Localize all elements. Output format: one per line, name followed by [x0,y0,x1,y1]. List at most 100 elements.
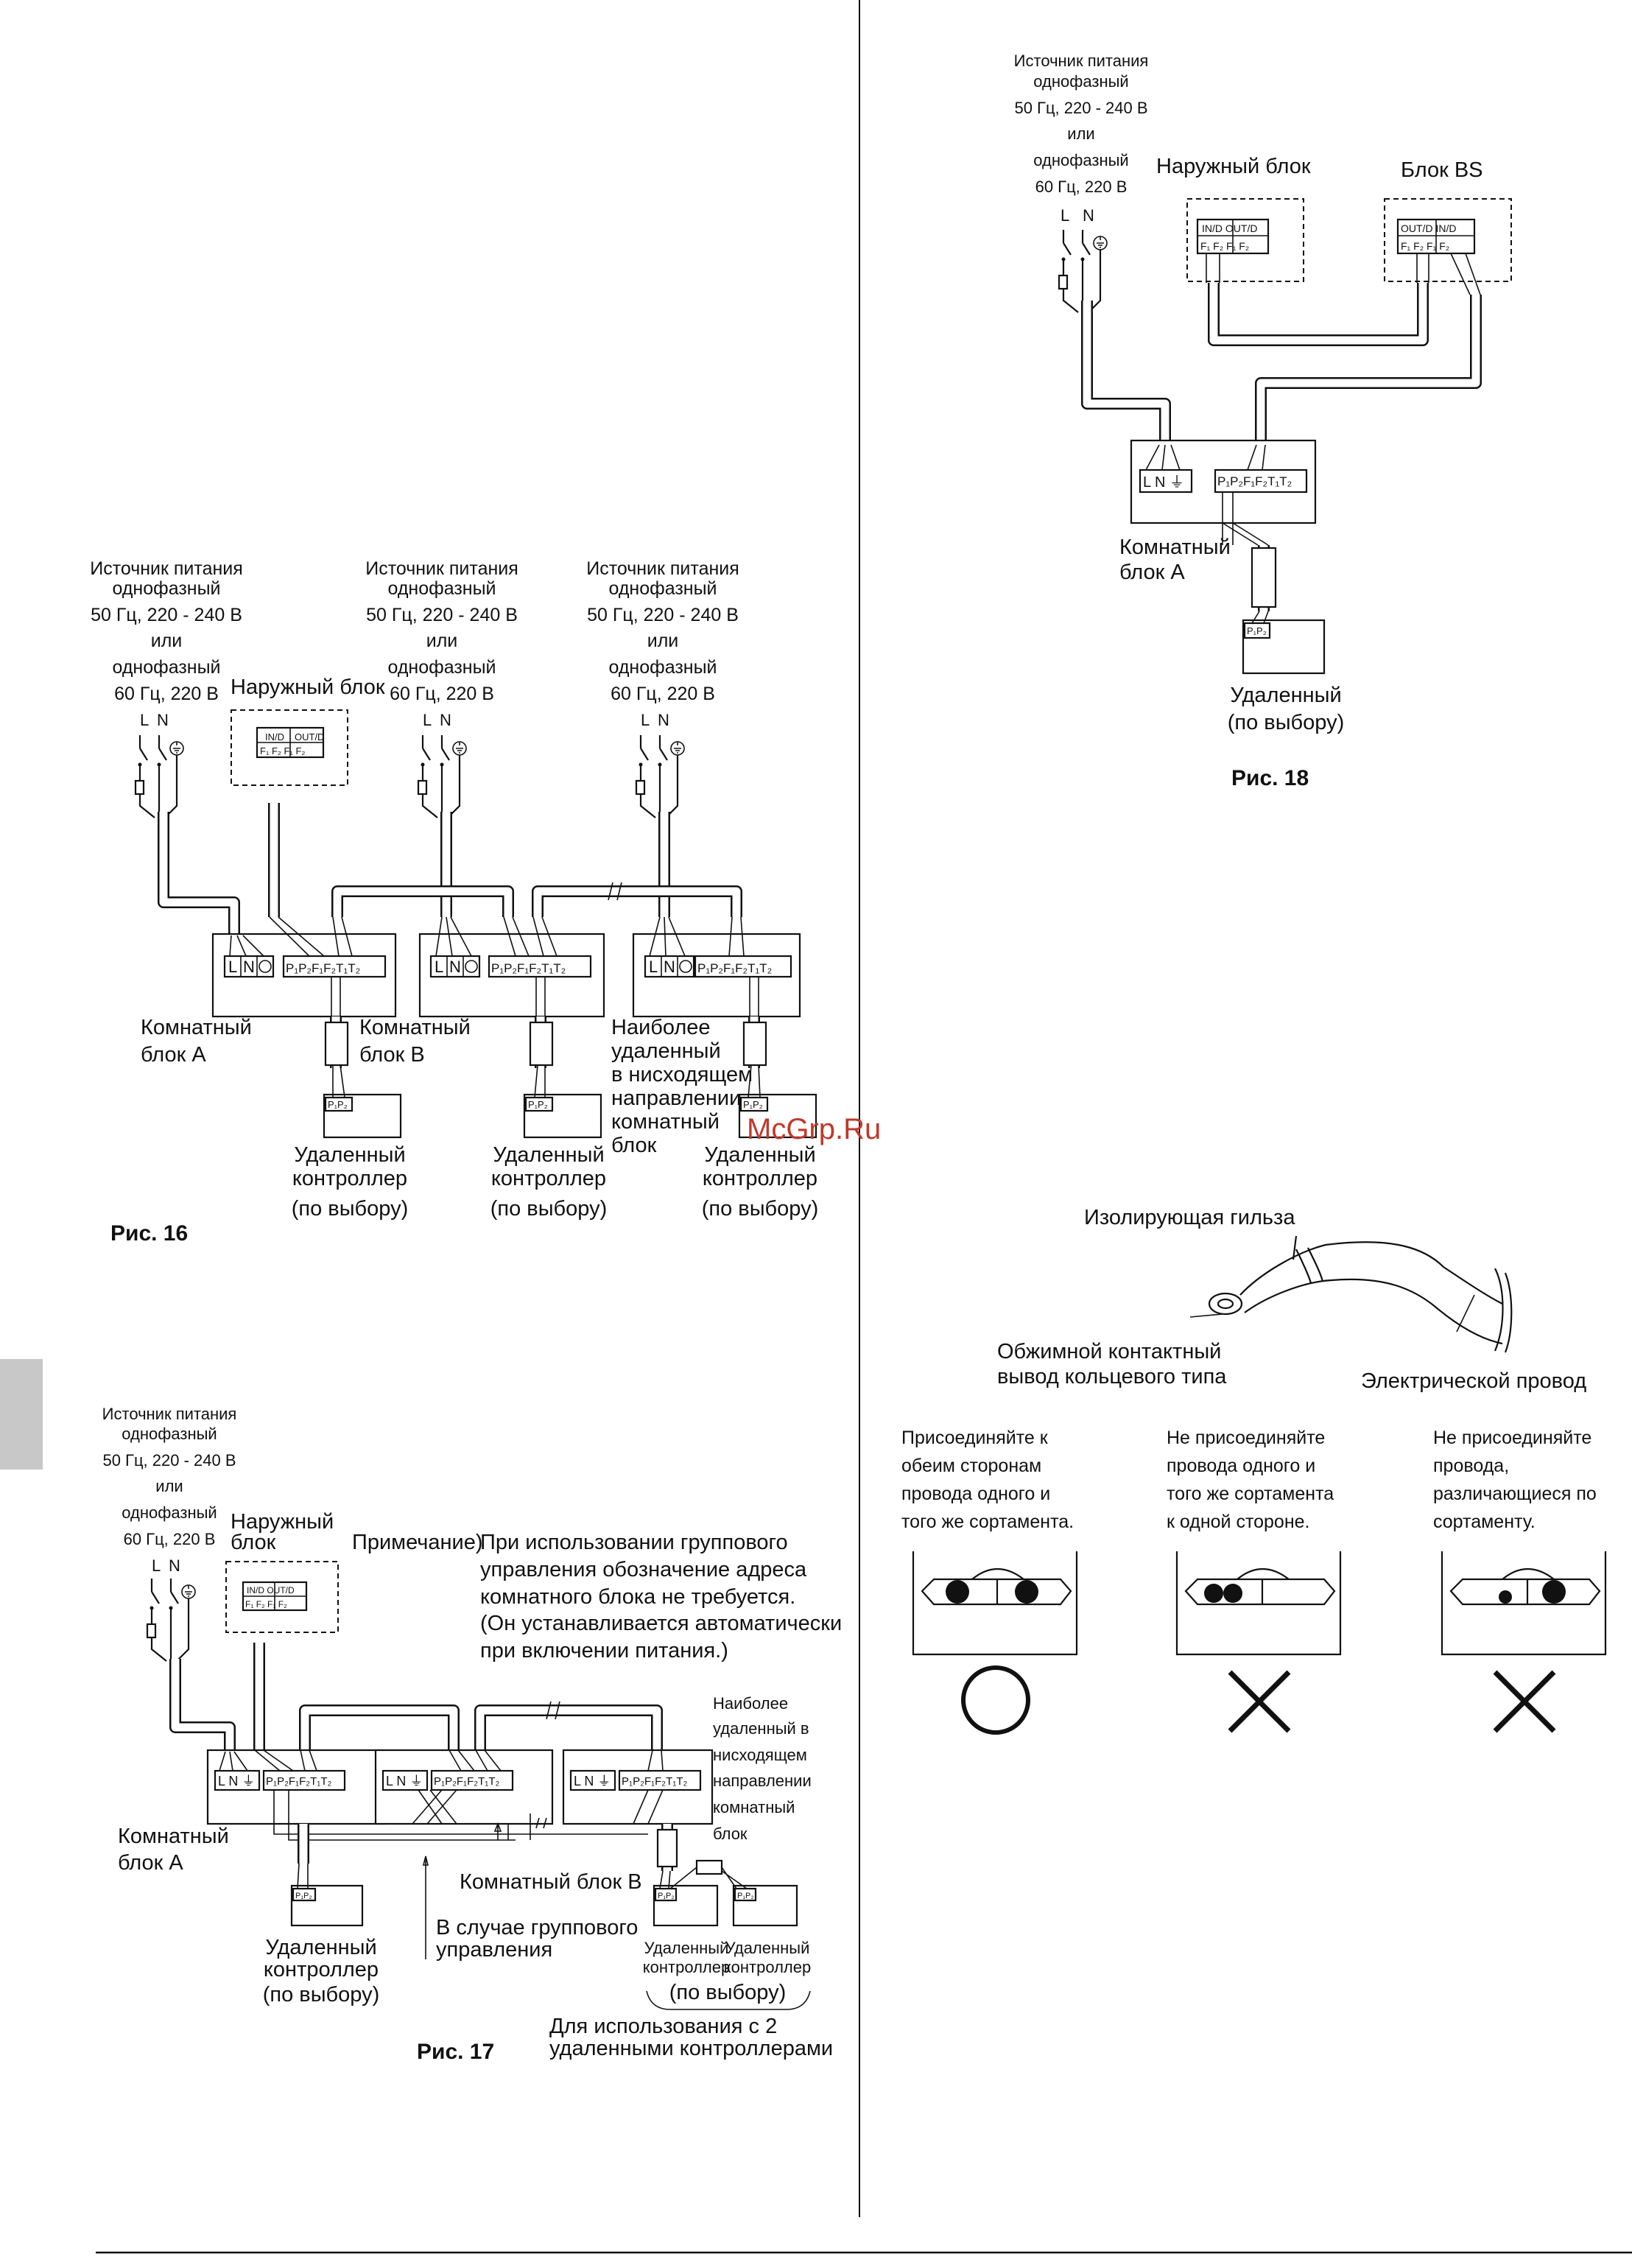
svg-text:P₁P₂F₁F₂T₁T₂: P₁P₂F₁F₂T₁T₂ [266,1775,331,1788]
farthest-unit-label-17: Наиболее удаленный в нисходящем направле… [713,1694,812,1843]
svg-text:(по выбору): (по выбору) [1228,711,1345,734]
svg-text:(Он устанавливается автоматиче: (Он устанавливается автоматически [480,1612,842,1635]
svg-text:P₁P₂F₁F₂T₁T₂: P₁P₂F₁F₂T₁T₂ [697,961,772,975]
svg-text:Удаленный: Удаленный [644,1939,729,1957]
svg-text:50 Гц, 220 - 240 В: 50 Гц, 220 - 240 В [91,605,242,625]
remote-label-16b: Удаленный контроллер (по выбору) [490,1143,608,1221]
power-label-17: Источник питания однофазный 50 Гц, 220 -… [102,1405,237,1548]
svg-text:L: L [228,958,237,976]
svg-text:N: N [440,711,451,729]
svg-text:направлении: направлении [611,1086,741,1110]
svg-text:контроллер: контроллер [643,1958,730,1976]
svg-text:50 Гц, 220 - 240 В: 50 Гц, 220 - 240 В [587,605,739,625]
svg-text:L: L [140,711,149,729]
ok-circle-icon [961,1665,1030,1735]
svg-text:P₁P₂: P₁P₂ [528,1099,548,1110]
svg-text:комнатный: комнатный [713,1798,795,1816]
svg-text:OUT/D IN/D: OUT/D IN/D [1401,222,1456,234]
svg-text:направлении: направлении [713,1772,812,1790]
svg-text:L: L [423,711,432,729]
svg-text:Обжимной контактный: Обжимной контактный [997,1340,1221,1363]
svg-text:Удаленный: Удаленный [1230,684,1341,707]
two-remotes-label: Для использования с 2 удаленными контрол… [549,2015,833,2060]
svg-text:N: N [664,958,675,976]
svg-text:различающиеся по: различающиеся по [1433,1484,1597,1504]
svg-text:Источник питания: Источник питания [1014,52,1149,70]
svg-text:P₁P₂: P₁P₂ [328,1099,348,1110]
indoor-b-label-17: Комнатный блок В [460,1870,642,1894]
svg-text:провода одного и: провода одного и [901,1484,1050,1504]
svg-text:управления: управления [436,1938,552,1962]
svg-text:блок А: блок А [1119,561,1185,584]
wire-dot [946,1580,969,1604]
svg-text:комнатного блока не требуется.: комнатного блока не требуется. [480,1585,795,1609]
svg-text:P₁P₂: P₁P₂ [743,1099,763,1110]
ring-terminal-figure: Изолирующая гильза Обжимной контактный в… [901,1206,1607,1735]
svg-text:P₁P₂F₁F₂T₁T₂: P₁P₂F₁F₂T₁T₂ [622,1775,687,1788]
svg-text:Удаленный: Удаленный [493,1143,604,1167]
svg-text:или: или [426,631,458,651]
svg-text:L: L [649,958,658,976]
connection-ok-text: Присоединяйте к обеим сторонам провода о… [901,1428,1074,1532]
svg-text:P₁P₂F₁F₂T₁T₂: P₁P₂F₁F₂T₁T₂ [491,961,566,975]
figure-18-caption: Рис. 18 [1231,766,1309,790]
svg-text:(по выбору): (по выбору) [669,1981,787,2004]
svg-text:OUT/D: OUT/D [295,731,324,742]
indoor18-terminals: L N ⏚ P₁P₂F₁F₂T₁T₂ [1139,468,1308,494]
svg-text:P₁P₂F₁F₂T₁T₂: P₁P₂F₁F₂T₁T₂ [286,961,360,975]
svg-text:однофазный: однофазный [1033,151,1128,169]
svg-text:L: L [1061,206,1069,225]
svg-text:комнатный: комнатный [611,1110,720,1134]
svg-text:F₁ F₂ F₁ F₂: F₁ F₂ F₁ F₂ [1200,240,1249,252]
svg-text:при включении питания.): при включении питания.) [480,1639,728,1663]
svg-text:блок: блок [713,1825,748,1843]
svg-text:Комнатный: Комнатный [359,1016,471,1039]
svg-text:Не присоединяйте: Не присоединяйте [1167,1428,1325,1448]
svg-text:однофазный: однофазный [1033,72,1128,91]
svg-text:однофазный: однофазный [112,657,220,678]
svg-text:50 Гц, 220 - 240 В: 50 Гц, 220 - 240 В [1014,99,1147,117]
figure-17-caption: Рис. 17 [417,2040,494,2064]
figure-17: Источник питания однофазный 50 Гц, 220 -… [102,1405,843,2064]
power-label-18: Источник питания однофазный 50 Гц, 220 -… [1014,52,1149,196]
svg-text:однофазный: однофазный [122,1503,217,1522]
svg-text:Удаленный: Удаленный [294,1143,405,1167]
svg-text:или: или [155,1477,183,1495]
svg-text:Комнатный: Комнатный [118,1825,229,1848]
svg-text:P₁P₂: P₁P₂ [1247,625,1267,636]
svg-text:P₁P₂: P₁P₂ [295,1892,312,1900]
svg-text:контроллер: контроллер [724,1958,811,1976]
note-label: Примечание) [352,1531,483,1554]
svg-text:Не присоединяйте: Не присоединяйте [1433,1428,1591,1448]
svg-text:L: L [152,1556,161,1575]
svg-text:обеим сторонам: обеим сторонам [901,1456,1041,1476]
svg-text:Источник питания: Источник питания [365,558,518,579]
svg-text:N: N [157,711,169,729]
svg-text:Комнатный: Комнатный [1119,536,1231,559]
svg-text:L: L [435,958,443,976]
sleeve-label: Изолирующая гильза [1084,1206,1295,1229]
connection-bad2-text: Не присоединяйте провода, различающиеся … [1433,1428,1597,1532]
svg-text:удаленный: удаленный [611,1039,721,1063]
svg-text:контроллер: контроллер [292,1167,407,1190]
group-control-label: В случае группового управления [436,1916,638,1962]
svg-text:удаленный в: удаленный в [713,1719,809,1738]
power-label-16b: Источник питания однофазный 50 Гц, 220 -… [365,558,518,704]
svg-text:F₁ F₂ F₁ F₂: F₁ F₂ F₁ F₂ [260,745,305,756]
svg-text:или: или [1067,124,1094,143]
remote-label-16c: Удаленный контроллер (по выбору) [702,1143,819,1221]
svg-text:В случае группового: В случае группового [436,1916,638,1939]
svg-text:Удаленный: Удаленный [704,1143,815,1167]
svg-text:При использовании группового: При использовании группового [480,1531,788,1554]
svg-text:блок: блок [611,1134,657,1157]
svg-text:блок А: блок А [118,1851,183,1875]
svg-text:однофазный: однофазный [608,578,717,599]
svg-text:того же сортамента: того же сортамента [1167,1484,1334,1504]
remote-label-16a: Удаленный контроллер (по выбору) [292,1143,409,1221]
wrong-x-icon [1228,1670,1291,1733]
svg-text:P₁P₂F₁F₂T₁T₂: P₁P₂F₁F₂T₁T₂ [434,1775,499,1788]
svg-text:L: L [641,711,650,729]
figure-18: Источник питания однофазный 50 Гц, 220 -… [1014,52,1512,790]
